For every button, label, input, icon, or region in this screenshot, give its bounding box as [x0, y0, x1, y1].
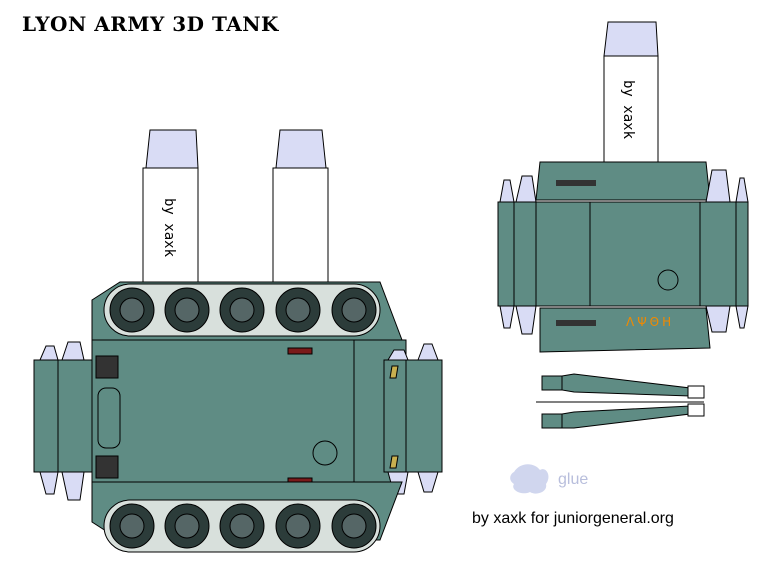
glue-label: glue	[558, 471, 589, 488]
gun-barrel-2	[541, 403, 705, 429]
glue-icon	[510, 464, 549, 494]
hull-piece-left: by xaxk	[33, 129, 443, 553]
gun-barrel-1	[541, 373, 705, 399]
road-wheels-top	[109, 287, 377, 333]
flap-left-2	[272, 129, 329, 285]
turret-piece-right: by xaxk ΛΨΘΗ	[497, 21, 749, 429]
flap-label-left: by xaxk	[161, 198, 177, 258]
credit-text: by xaxk for juniorgeneral.org	[472, 510, 674, 527]
flap-label-right: by xaxk	[620, 80, 636, 140]
hull-body	[91, 339, 405, 483]
hull-marking: ΛΨΘΗ	[626, 315, 674, 329]
page-title: LYON ARMY 3D TANK	[22, 12, 279, 36]
flap-left-1	[142, 129, 199, 285]
road-wheels-bottom	[109, 503, 377, 549]
